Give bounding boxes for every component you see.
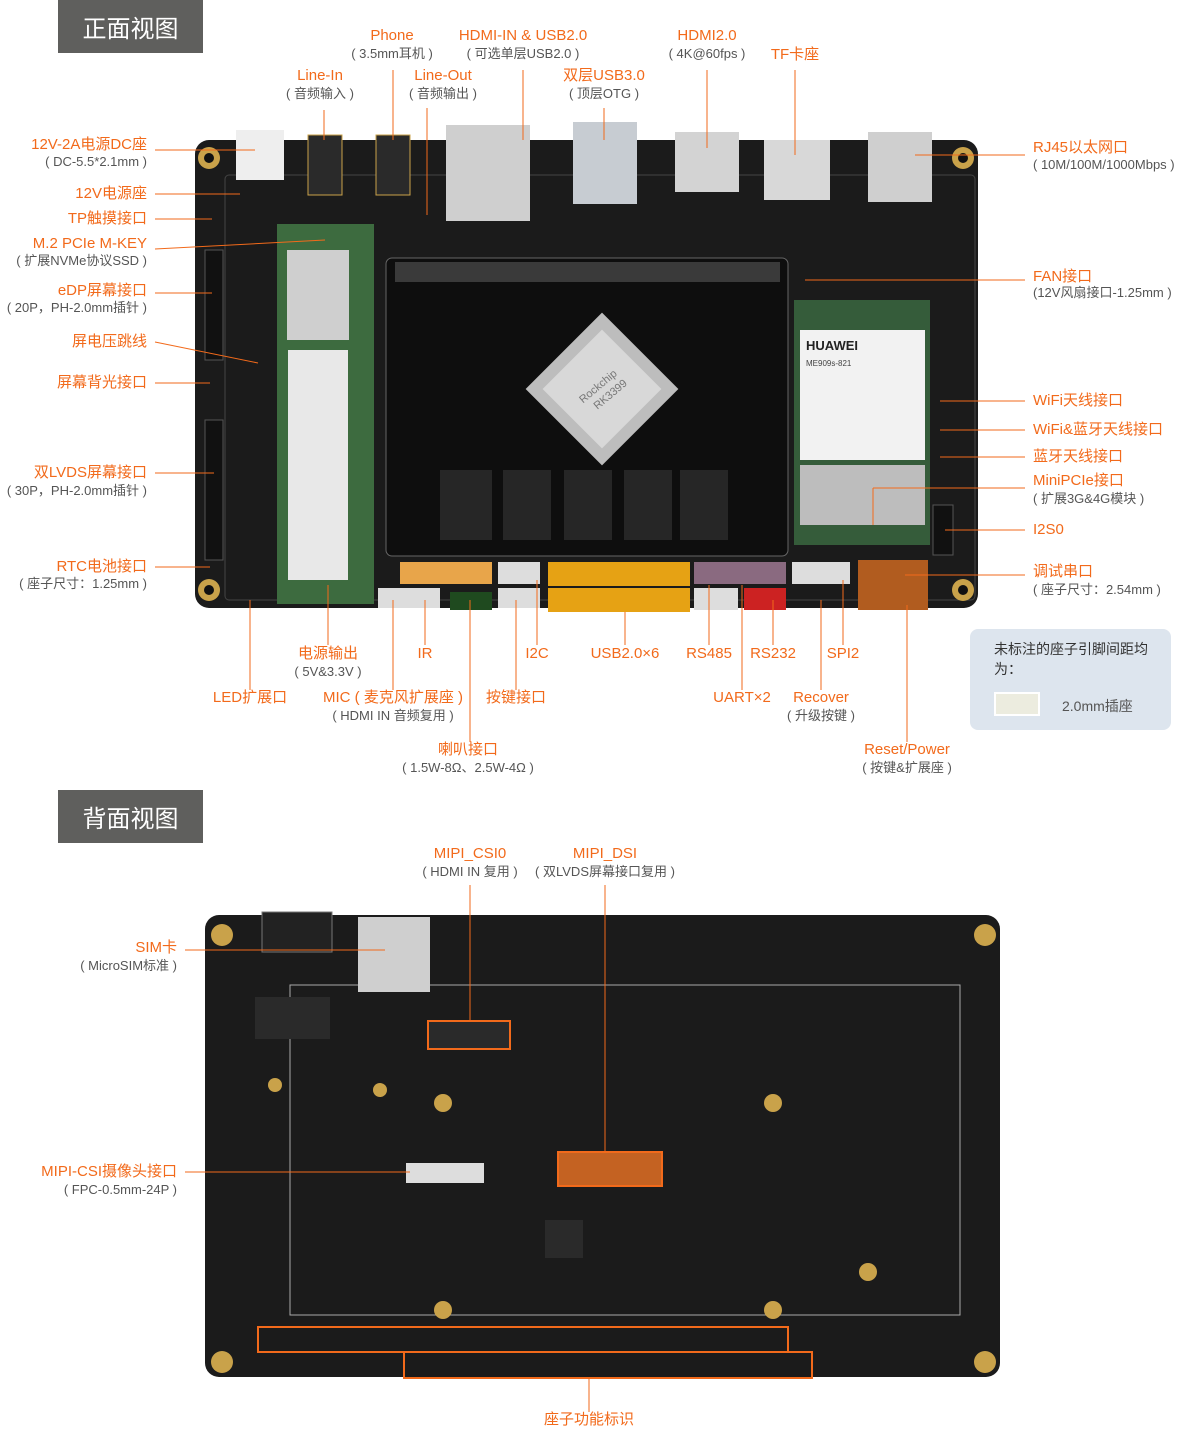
label-i2s0: I2S0 — [1033, 521, 1064, 538]
label-mipi-csi0: MIPI_CSI0 — [433, 845, 507, 862]
sub-lvds: ( 30P，PH-2.0mm插针 ) — [6, 483, 147, 498]
module-model: ME909s-821 — [806, 359, 852, 368]
label-hdmi20: HDMI2.0 — [677, 27, 737, 44]
label-line-in: Line-In — [297, 67, 343, 84]
label-power-out: 电源输出 — [297, 645, 359, 662]
legend-value: 2.0mm插座 — [1062, 698, 1133, 714]
sub-line-in: ( 音频输入 ) — [286, 86, 354, 101]
label-wifi-ant: WiFi天线接口 — [1033, 392, 1123, 409]
label-recover: Recover — [793, 689, 849, 706]
sub-fan: (12V风扇接口-1.25mm ) — [1033, 285, 1172, 300]
label-dc: 12V-2A电源DC座 — [31, 136, 147, 153]
leader-lines — [154, 70, 1025, 1412]
label-usb30: 双层USB3.0 — [563, 67, 645, 84]
back-view-title: 背面视图 — [58, 790, 203, 843]
label-rs232: RS232 — [750, 645, 796, 662]
label-speaker: 喇叭接口 — [437, 741, 499, 758]
label-i2c: I2C — [525, 645, 549, 662]
label-debug: 调试串口 — [1033, 563, 1094, 580]
connector-icon — [994, 692, 1040, 716]
label-rj45: RJ45以太网口 — [1033, 139, 1129, 156]
sub-recover: ( 升级按键 ) — [787, 708, 855, 723]
label-lvds: 双LVDS屏幕接口 — [33, 464, 147, 481]
label-keys: 按键接口 — [485, 689, 547, 706]
label-tf: TF卡座 — [770, 46, 820, 63]
label-mic: MIC ( 麦克风扩展座 ) — [323, 689, 463, 706]
sub-reset-power: ( 按键&扩展座 ) — [862, 760, 952, 775]
label-hdmi-in-usb: HDMI-IN & USB2.0 — [458, 27, 588, 44]
sub-speaker: ( 1.5W-8Ω、2.5W-4Ω ) — [402, 760, 534, 775]
label-ir: IR — [417, 645, 433, 662]
sub-rj45: ( 10M/100M/1000Mbps ) — [1033, 157, 1175, 172]
label-uart: UART×2 — [713, 689, 771, 706]
label-phone: Phone — [370, 27, 414, 44]
label-wifi-bt-ant: WiFi&蓝牙天线接口 — [1033, 421, 1163, 438]
sub-edp: ( 20P，PH-2.0mm插针 ) — [6, 300, 147, 315]
sub-usb30: ( 顶层OTG ) — [568, 86, 640, 101]
sub-hdmi-in-usb: ( 可选单层USB2.0 ) — [466, 46, 580, 61]
sub-mic: ( HDMI IN 音频复用 ) — [332, 708, 454, 723]
label-bt-ant: 蓝牙天线接口 — [1033, 448, 1124, 465]
label-connector-ids: 座子功能标识 — [543, 1411, 635, 1428]
sub-dc: ( DC-5.5*2.1mm ) — [45, 154, 147, 169]
label-rtc: RTC电池接口 — [56, 558, 147, 575]
label-mipi-dsi: MIPI_DSI — [572, 845, 638, 862]
back-board — [205, 911, 1000, 1379]
sub-power-out: ( 5V&3.3V ) — [294, 664, 362, 679]
label-led: LED扩展口 — [212, 689, 288, 706]
front-board — [195, 122, 978, 612]
sub-mipi-dsi: ( 双LVDS屏幕接口复用 ) — [535, 864, 675, 879]
label-tp: TP触摸接口 — [67, 210, 147, 227]
label-jumper: 屏电压跳线 — [71, 333, 147, 350]
label-m2: M.2 PCIe M-KEY — [32, 235, 147, 252]
front-view-title: 正面视图 — [58, 0, 203, 53]
label-reset-power: Reset/Power — [864, 741, 950, 758]
legend-text: 未标注的座子引脚间距均为： — [994, 641, 1148, 677]
label-usb20x6: USB2.0×6 — [590, 645, 660, 662]
legend-box: 未标注的座子引脚间距均为： 2.0mm插座 — [970, 629, 1171, 730]
label-spi2: SPI2 — [826, 645, 860, 662]
label-line-out: Line-Out — [414, 67, 472, 84]
sub-phone: ( 3.5mm耳机 ) — [351, 46, 433, 61]
label-edp: eDP屏幕接口 — [57, 282, 147, 299]
label-12v: 12V电源座 — [75, 185, 147, 202]
label-sim: SIM卡 — [135, 939, 177, 956]
sub-m2: ( 扩展NVMe协议SSD ) — [16, 253, 147, 268]
sub-mipi-csi-camera: ( FPC-0.5mm-24P ) — [63, 1182, 177, 1197]
sub-sim: ( MicroSIM标准 ) — [80, 958, 177, 973]
label-mipi-csi-camera: MIPI-CSI摄像头接口 — [41, 1163, 177, 1180]
sub-minipcie: ( 扩展3G&4G模块 ) — [1033, 491, 1145, 506]
label-fan: FAN接口 — [1033, 268, 1093, 285]
sub-debug: ( 座子尺寸：2.54mm ) — [1033, 582, 1161, 597]
label-minipcie: MiniPCIe接口 — [1033, 472, 1124, 489]
label-backlight: 屏幕背光接口 — [56, 374, 147, 391]
label-rs485: RS485 — [686, 645, 732, 662]
sub-mipi-csi0: ( HDMI IN 复用 ) — [422, 864, 518, 879]
sub-line-out: ( 音频输出 ) — [409, 86, 477, 101]
sub-hdmi20: ( 4K@60fps ) — [668, 46, 746, 61]
sub-rtc: ( 座子尺寸：1.25mm ) — [19, 576, 147, 591]
module-brand: HUAWEI — [806, 338, 858, 353]
